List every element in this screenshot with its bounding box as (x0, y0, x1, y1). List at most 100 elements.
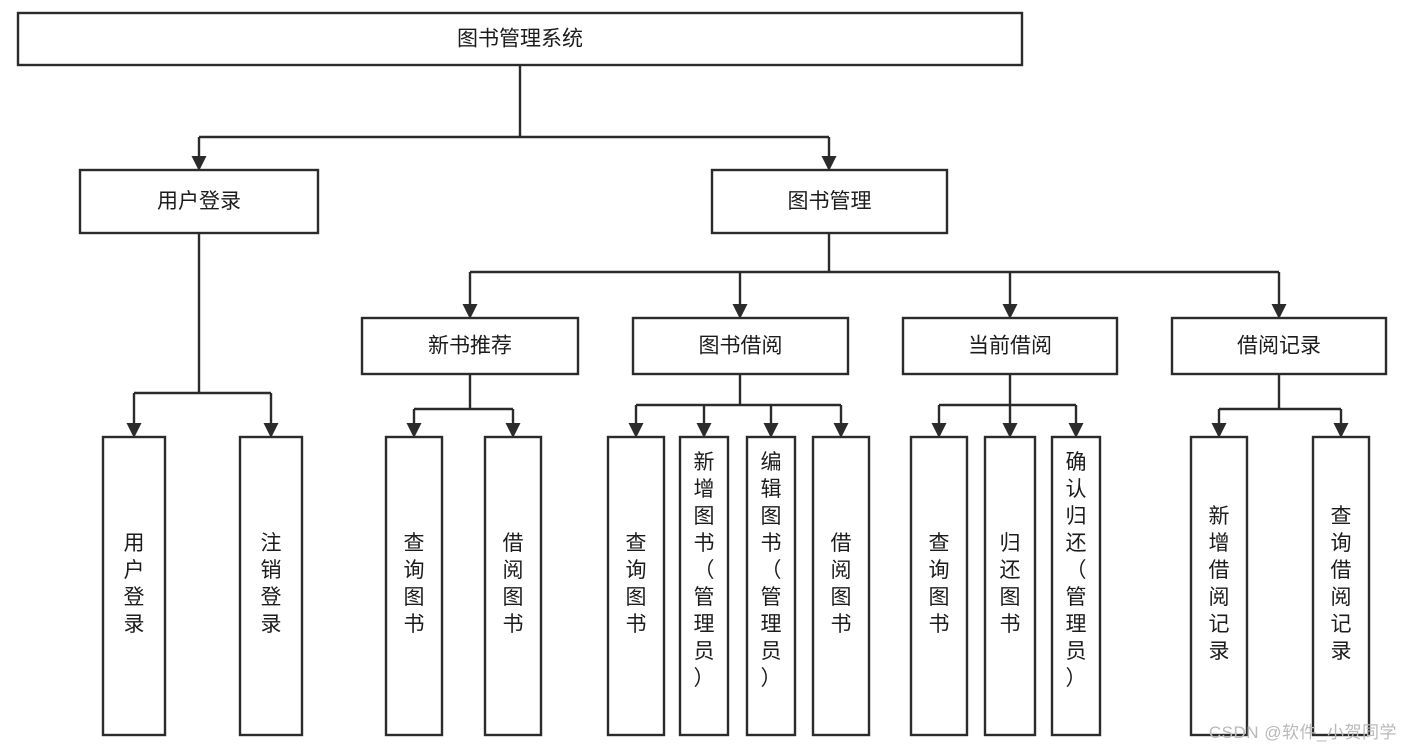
node-label-char: 认 (1066, 478, 1087, 501)
node-label-char: 书 (761, 532, 782, 555)
node-label-char: 查 (404, 532, 425, 555)
node-label-current-borrow: 当前借阅 (968, 335, 1052, 358)
node-label-char: 编 (761, 451, 782, 474)
node-label-char: 归 (1066, 505, 1087, 528)
arrow-head-icon (1271, 304, 1287, 319)
arrow-head-icon (1002, 304, 1018, 319)
node-label-char: 登 (124, 586, 145, 609)
node-box-leaf-query-book-1 (384, 435, 444, 737)
node-label-char: 询 (404, 559, 425, 582)
arrow-head-icon (833, 423, 849, 438)
node-box-leaf-borrow-book-1 (483, 435, 543, 737)
node-label-char: 查 (626, 532, 647, 555)
node-label-char: 员 (761, 640, 782, 663)
arrow-head-icon (126, 423, 142, 438)
arrow-head-icon (406, 423, 422, 438)
node-label-char: 书 (929, 613, 950, 636)
connector-user-login-children (126, 233, 279, 438)
node-box-leaf-query-book-2 (606, 435, 666, 737)
node-book-manage[interactable]: 图书管理 (710, 168, 949, 235)
node-label-char: 还 (1066, 532, 1087, 555)
node-user-login[interactable]: 用户登录 (78, 168, 320, 235)
node-label-char: 记 (1331, 613, 1352, 636)
node-label-char: 书 (831, 613, 852, 636)
arrow-head-icon (821, 156, 837, 171)
node-label-root: 图书管理系统 (457, 28, 583, 51)
node-label-char: 阅 (1209, 586, 1230, 609)
arrow-head-icon (763, 423, 779, 438)
node-label-borrow-record: 借阅记录 (1237, 335, 1321, 358)
node-current-borrow[interactable]: 当前借阅 (901, 316, 1119, 376)
node-borrow-record[interactable]: 借阅记录 (1170, 316, 1388, 376)
node-label-char: 书 (503, 613, 524, 636)
node-label-char: 辑 (761, 478, 782, 501)
node-root[interactable]: 图书管理系统 (16, 11, 1024, 67)
node-label-char: 新 (694, 451, 715, 474)
node-label-char: 管 (694, 586, 715, 609)
connector-root-to-level2 (191, 65, 837, 171)
node-box-leaf-user-login (101, 435, 167, 737)
node-label-char: 查 (1331, 505, 1352, 528)
node-box-user-login (78, 168, 320, 235)
node-label-char: 图 (694, 505, 715, 528)
node-label-new-book-recommend: 新书推荐 (428, 335, 512, 358)
node-label-char: 阅 (503, 559, 524, 582)
node-label-char: 录 (1209, 640, 1230, 663)
arrow-head-icon (263, 423, 279, 438)
connector-borrow-record-children (1211, 374, 1349, 438)
arrow-head-icon (931, 423, 947, 438)
node-box-new-book-recommend (360, 316, 580, 376)
node-label-char: 查 (929, 532, 950, 555)
node-label-book-manage: 图书管理 (788, 190, 872, 213)
node-label-char: 增 (694, 478, 715, 501)
node-label-char: 记 (1209, 613, 1230, 636)
node-label-char: 图 (761, 505, 782, 528)
arrow-head-icon (1333, 423, 1349, 438)
node-book-borrow[interactable]: 图书借阅 (631, 316, 850, 376)
connector-book-borrow-children (628, 374, 849, 438)
node-label-char: 户 (124, 559, 145, 582)
node-label-char: 书 (694, 532, 715, 555)
node-label-char: 借 (503, 532, 524, 555)
node-label-char: 录 (261, 613, 282, 636)
node-label-char: 询 (1331, 532, 1352, 555)
node-label-char: 确 (1066, 451, 1087, 474)
node-label-char: 员 (1066, 640, 1087, 663)
node-label-char: 图 (626, 586, 647, 609)
arrow-head-icon (505, 423, 521, 438)
connector-book-manage-children (462, 233, 1287, 319)
node-label-char: 管 (761, 586, 782, 609)
arrow-head-icon (191, 156, 207, 171)
arrow-head-icon (1068, 423, 1084, 438)
node-label-char: 借 (1209, 559, 1230, 582)
arrow-head-icon (628, 423, 644, 438)
node-label-char: ） (1066, 667, 1087, 690)
arrow-head-icon (696, 423, 712, 438)
node-label-char: 新 (1209, 505, 1230, 528)
node-new-book-recommend[interactable]: 新书推荐 (360, 316, 580, 376)
node-box-leaf-logout (238, 435, 304, 737)
node-label-char: 阅 (1331, 586, 1352, 609)
node-leaf-user-login[interactable]: 用户登录 (101, 435, 167, 737)
node-label-char: 销 (261, 559, 282, 582)
node-box-leaf-return-book (983, 435, 1037, 737)
node-label-char: 理 (1066, 613, 1087, 636)
node-box-current-borrow (901, 316, 1119, 376)
node-label-char: 借 (831, 532, 852, 555)
node-label-char: 理 (761, 613, 782, 636)
node-label-char: 注 (261, 532, 282, 555)
connector-new-book-children (406, 374, 521, 438)
